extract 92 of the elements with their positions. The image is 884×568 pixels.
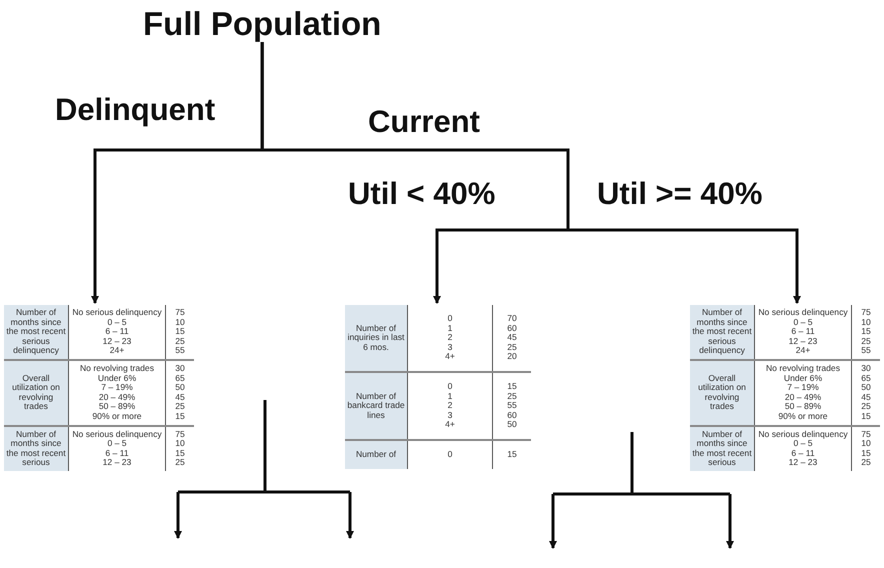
score-value: 25 [174,458,186,468]
range-value: 20 – 49% [784,392,822,402]
score-value: 60 [506,324,518,334]
score-value: 55 [506,401,518,411]
score-value: 55 [860,346,872,356]
score-value: 30 [174,364,186,374]
range-value: 2 [446,401,454,411]
range-value: 3 [446,342,454,352]
score-value: 25 [860,458,872,468]
range-value: 12 – 23 [102,458,132,468]
range-value: 90% or more [91,412,143,422]
range-value: 6 – 11 [104,448,130,458]
score-value: 15 [174,448,186,458]
range-value: 6 – 11 [790,327,816,337]
score-value: 45 [174,392,186,402]
score-value: 75 [860,430,872,440]
range-value: 0 [446,314,454,324]
range-value: 24+ [108,346,126,356]
category-label: Number of [345,440,407,469]
range-value: Under 6% [784,374,824,384]
range-value: Under 6% [98,374,138,384]
range-value: 4+ [444,352,456,362]
score-value: 15 [174,327,186,337]
score-value: 30 [860,364,872,374]
range-value: 4+ [444,420,456,430]
range-value: 0 – 5 [106,439,127,449]
score-value: 25 [174,402,186,412]
range-value: 0 – 5 [792,318,813,328]
range-value: 0 – 5 [106,318,127,328]
range-value: 2 [446,333,454,343]
arrow [260,42,801,304]
range-value: No revolving trades [78,364,156,374]
score-value: 70 [506,314,518,324]
range-value: 50 – 89% [98,402,136,412]
category-label: Number of inquiries in last 6 mos. [345,305,407,371]
range-value: 24+ [794,346,812,356]
category-label: Number of months since the most recent serious delinquency [4,305,68,359]
score-value: 25 [506,342,518,352]
range-value: No serious delinquency [757,430,849,440]
score-value: 75 [174,430,186,440]
range-value: 6 – 11 [790,448,816,458]
range-value: 6 – 11 [104,327,130,337]
score-value: 75 [860,308,872,318]
range-value: 0 [446,450,454,460]
range-value: 7 – 19% [786,383,820,393]
range-value: 1 [446,392,454,402]
score-value: 75 [174,308,186,318]
range-value: 12 – 23 [788,458,818,468]
range-value: 12 – 23 [788,336,818,346]
score-value: 15 [860,327,872,337]
score-value: 50 [506,420,518,430]
score-value: 55 [174,346,186,356]
range-value: No serious delinquency [71,308,163,318]
score-value: 60 [506,410,518,420]
score-value: 15 [506,450,518,460]
range-value: No revolving trades [764,364,842,374]
category-label: Overall utilization on revolving trades [690,360,754,425]
score-value: 45 [506,333,518,343]
score-value: 25 [860,336,872,346]
range-value: 12 – 23 [102,336,132,346]
category-label: Overall utilization on revolving trades [4,360,68,425]
score-value: 10 [860,439,872,449]
score-value: 10 [860,318,872,328]
score-value: 25 [506,392,518,402]
range-value: 1 [446,324,454,334]
category-label: Number of months since the most recent serious [4,426,68,471]
score-value: 50 [860,383,872,393]
score-value: 10 [174,439,186,449]
score-value: 65 [174,374,186,384]
score-value: 25 [860,402,872,412]
range-value: 3 [446,410,454,420]
score-value: 15 [506,382,518,392]
range-value: No serious delinquency [757,308,849,318]
category-label: Number of months since the most recent serious [690,426,754,471]
range-value: 50 – 89% [784,402,822,412]
range-value: 20 – 49% [98,392,136,402]
score-value: 20 [506,352,518,362]
range-value: 90% or more [777,412,829,422]
score-value: 65 [860,374,872,384]
score-value: 50 [174,383,186,393]
range-value: 7 – 19% [100,383,134,393]
range-value: 0 – 5 [792,439,813,449]
score-value: 15 [860,448,872,458]
score-value: 15 [860,412,872,422]
category-label: Number of months since the most recent serious delinquency [690,305,754,359]
range-value: No serious delinquency [71,430,163,440]
score-value: 25 [174,336,186,346]
range-value: 0 [446,382,454,392]
score-value: 10 [174,318,186,328]
score-value: 45 [860,392,872,402]
category-label: Number of bankcard trade lines [345,372,407,439]
score-value: 15 [174,412,186,422]
